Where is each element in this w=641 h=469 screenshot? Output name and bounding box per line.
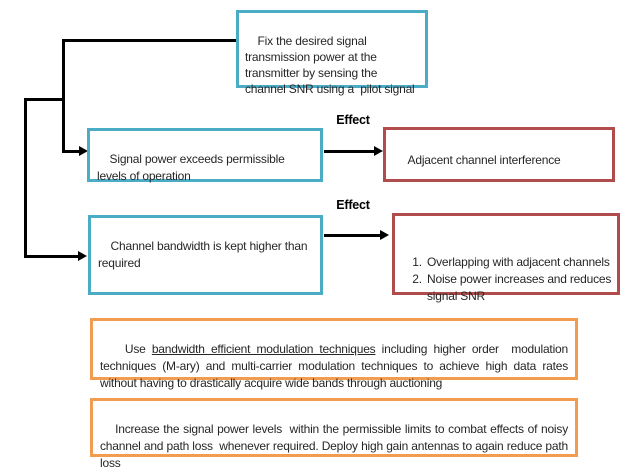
- cause2-text: Channel bandwidth is kept higher than re…: [98, 239, 311, 270]
- remedy1-underlined-phrase: bandwidth efficient modulation technique…: [151, 342, 376, 356]
- root-cause-text: Fix the desired signal transmission powe…: [245, 34, 415, 96]
- connector-arrow-cause1-line: [62, 150, 80, 153]
- cause2-box: Channel bandwidth is kept higher than re…: [88, 215, 323, 295]
- remedy1-box: Use bandwidth efficient modulation techn…: [90, 318, 578, 390]
- connector-root-horizontal: [62, 39, 236, 42]
- remedy2-text: Increase the signal power levels within …: [100, 422, 572, 469]
- root-cause-box: Fix the desired signal transmission powe…: [236, 10, 428, 96]
- effect-label-1: Effect: [336, 113, 370, 127]
- effect-list-item: Overlapping with adjacent channels: [425, 254, 613, 271]
- effect2-box: Overlapping with adjacent channelsNoise …: [392, 213, 620, 303]
- arrowhead-effect1-icon: [374, 146, 383, 156]
- connector-arrow-cause2-line: [24, 255, 80, 258]
- effect-list-item: Noise power increases and reduces signal…: [425, 271, 613, 305]
- connector-main-vertical: [62, 39, 65, 153]
- effect2-list: Overlapping with adjacent channelsNoise …: [395, 254, 617, 305]
- connector-effect1-line: [324, 150, 376, 153]
- connector-effect2-line: [324, 234, 382, 237]
- remedy1-suffix: including higher order modulation techni…: [100, 342, 572, 390]
- arrowhead-cause1-icon: [79, 146, 88, 156]
- arrowhead-cause2-icon: [78, 251, 87, 261]
- effect-label-2: Effect: [336, 198, 370, 212]
- remedy2-box: Increase the signal power levels within …: [90, 398, 578, 469]
- cause1-box: Signal power exceeds permissible levels …: [87, 128, 323, 183]
- remedy1-prefix: Use: [124, 342, 152, 356]
- effect1-text: Adjacent channel interference: [407, 153, 561, 167]
- connector-bracket-vertical: [24, 98, 27, 258]
- effect1-box: Adjacent channel interference: [383, 127, 615, 182]
- cause1-text: Signal power exceeds permissible levels …: [97, 152, 288, 183]
- arrowhead-effect2-icon: [380, 230, 389, 240]
- connector-bracket-horizontal: [24, 98, 65, 101]
